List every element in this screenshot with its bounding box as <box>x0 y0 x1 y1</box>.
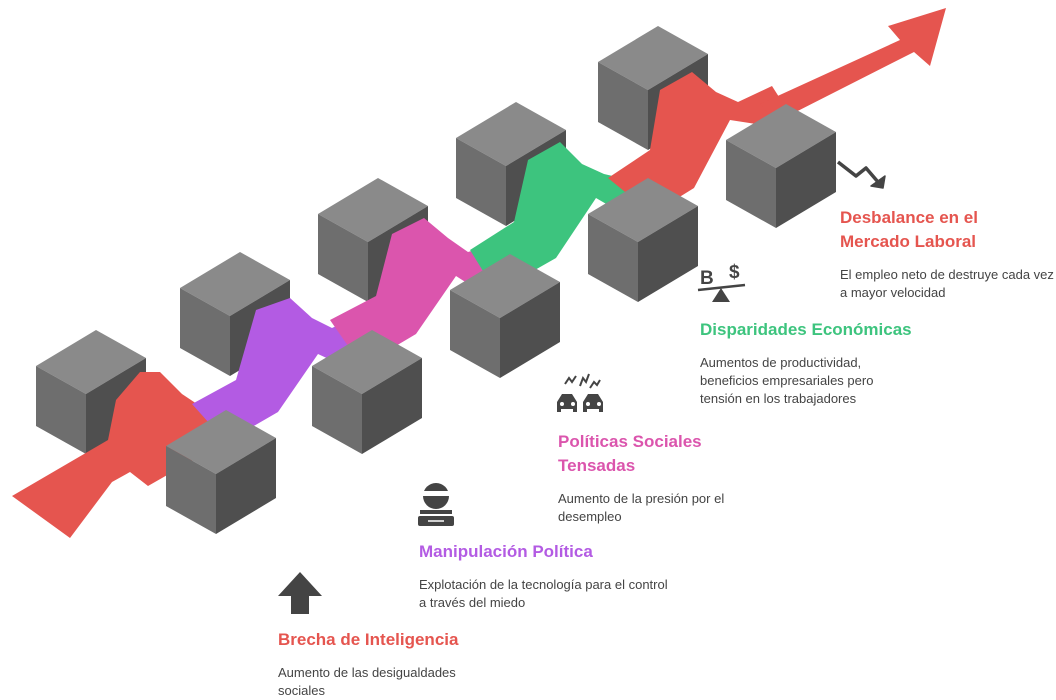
svg-text:$: $ <box>729 262 740 283</box>
step-2-description: Explotación de la tecnología para el con… <box>419 577 668 610</box>
ribbon-segment-1 <box>12 372 246 538</box>
arrow-up-icon <box>278 572 322 614</box>
step-4-description: Aumentos de productividad, beneficios em… <box>700 355 874 406</box>
step-3-block: Políticas Sociales Tensadas Aumento de l… <box>558 430 748 526</box>
step-5-description: El empleo neto de destruye cada vez a ma… <box>840 267 1054 300</box>
ribbon-segment-2 <box>192 298 388 442</box>
ribbon-segment-5 <box>608 72 786 214</box>
car-crash-icon <box>557 373 603 412</box>
step-4-block: Disparidades Económicas Aumentos de prod… <box>700 318 950 408</box>
trend-down-icon <box>836 160 886 189</box>
step-2-title: Manipulación Política <box>419 542 593 561</box>
masked-figure-icon <box>418 483 454 526</box>
ribbon-segment-4 <box>470 142 636 292</box>
block-front-5 <box>726 104 836 228</box>
step-3-title: Políticas Sociales Tensadas <box>558 432 702 475</box>
step-3-description: Aumento de la presión por el desempleo <box>558 491 725 524</box>
arrow-shaft <box>760 8 946 122</box>
ribbon-segment-3 <box>330 218 520 366</box>
step-2-block: Manipulación Política Explotación de la … <box>419 540 679 612</box>
step-1-description: Aumento de las desigualdades sociales <box>278 665 456 698</box>
step-1-block: Brecha de Inteligencia Aumento de las de… <box>278 628 498 700</box>
step-4-title: Disparidades Económicas <box>700 320 912 339</box>
step-5-title: Desbalance en el Mercado Laboral <box>840 208 978 251</box>
svg-text:B: B <box>700 268 714 289</box>
step-5-block: Desbalance en el Mercado Laboral El empl… <box>840 206 1054 302</box>
step-1-title: Brecha de Inteligencia <box>278 630 459 649</box>
balance-scale-icon: B $ <box>697 262 746 302</box>
